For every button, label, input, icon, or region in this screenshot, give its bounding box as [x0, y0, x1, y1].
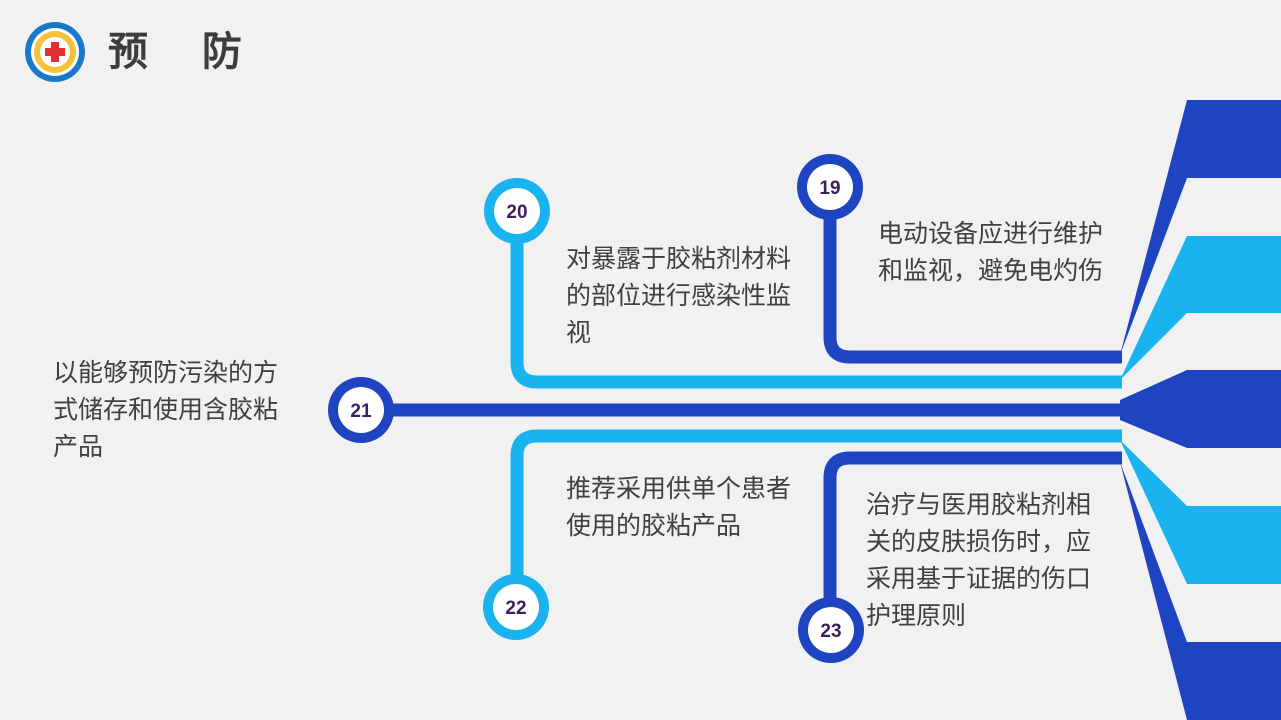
stripe-dark-bottom [1120, 462, 1281, 720]
node-22-number: 22 [505, 598, 526, 619]
item-23-text: 治疗与医用胶粘剂相关的皮肤损伤时，应采用基于证据的伤口护理原则 [866, 490, 1092, 630]
page-title: 预 防 [108, 29, 262, 75]
item-19-text: 电动设备应进行维护和监视，避免电灼伤 [878, 219, 1104, 285]
branch-line-20 [510, 230, 1122, 389]
node-19-number: 19 [819, 178, 840, 199]
node-20: 20 [484, 178, 550, 244]
item-22-text: 推荐采用供单个患者使用的胶粘产品 [566, 474, 792, 540]
stripe-dark-top [1120, 100, 1281, 355]
node-23-number: 23 [820, 621, 841, 642]
node-19: 19 [797, 154, 863, 220]
node-20-number: 20 [506, 202, 527, 223]
hospital-logo-icon [25, 22, 85, 82]
branch-line-23 [823, 451, 1122, 610]
node-23: 23 [798, 597, 864, 663]
branch-line-22 [510, 429, 1122, 588]
node-22: 22 [483, 574, 549, 640]
item-21-text: 以能够预防污染的方式储存和使用含胶粘产品 [53, 358, 279, 461]
stripe-light-top [1120, 236, 1281, 380]
node-21: 21 [328, 377, 394, 443]
item-20-text: 对暴露于胶粘剂材料的部位进行感染性监视 [566, 244, 792, 347]
stripe-light-bottom [1120, 440, 1281, 584]
node-21-number: 21 [350, 401, 372, 422]
stripe-dark-middle [1120, 370, 1281, 448]
branch-line-19 [823, 205, 1122, 364]
